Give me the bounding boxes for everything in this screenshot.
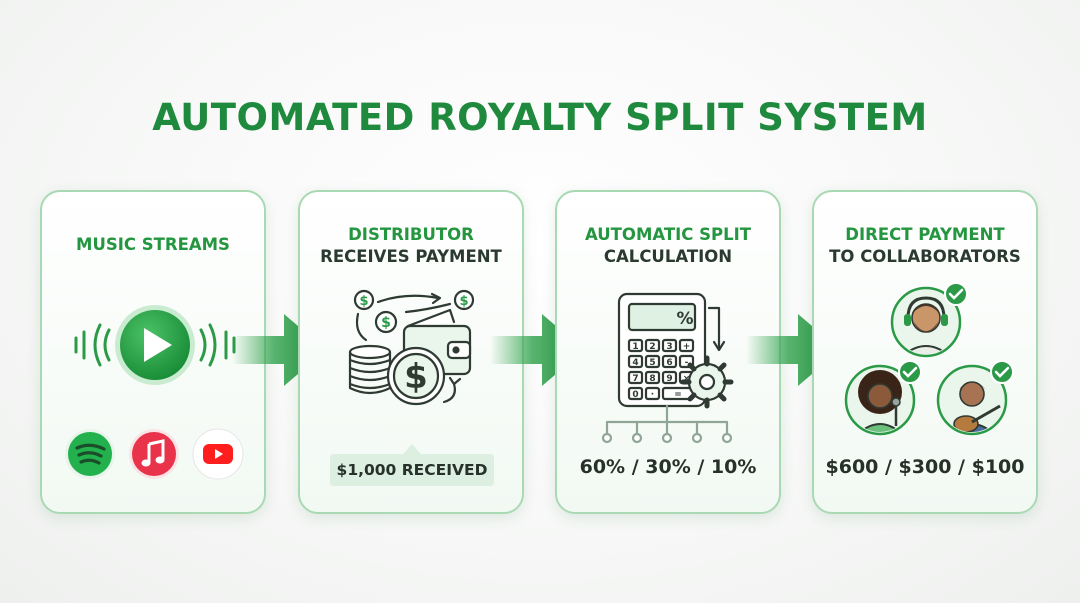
step-card-distributor: DISTRIBUTOR RECEIVES PAYMENT [298,190,524,514]
svg-text:3: 3 [666,342,672,352]
step-title-line2: TO COLLABORATORS [829,247,1021,266]
step-title-line1: DIRECT PAYMENT [845,225,1005,244]
svg-text:9: 9 [666,374,672,384]
svg-text:$: $ [381,315,391,331]
svg-text:0: 0 [632,390,638,400]
svg-text:$: $ [404,357,428,397]
apple-music-icon[interactable] [128,428,180,480]
split-percentages: 60% / 30% / 10% [579,456,757,478]
avatar-producer [890,282,968,358]
payment-received-badge: $1,000 RECEIVED [330,454,494,486]
step-card-collaborators: DIRECT PAYMENT TO COLLABORATORS [812,190,1038,514]
step-title: MUSIC STREAMS [76,235,230,254]
svg-text:%: % [676,309,693,329]
svg-text:·: · [651,390,654,400]
collaborator-avatars-icon [844,282,1014,436]
avatar-guitarist [936,360,1014,436]
page-title: AUTOMATED ROYALTY SPLIT SYSTEM [152,96,928,139]
svg-text:$: $ [459,294,468,309]
svg-text:-: - [685,358,689,368]
step-title-line2: CALCULATION [603,247,733,266]
badge-pointer [403,444,421,454]
payout-amounts: $600 / $300 / $100 [825,456,1025,478]
svg-text:+: + [683,342,691,352]
svg-text:5: 5 [649,358,655,368]
step-card-split-calculation: AUTOMATIC SPLIT CALCULATION [555,190,781,514]
svg-text:1: 1 [632,342,638,352]
spotify-icon[interactable] [64,428,116,480]
calculator-gear-icon: % 1 2 3 + 4 5 6 - 7 8 9 × 0 · = [601,292,734,444]
svg-text:8: 8 [649,374,655,384]
step-card-music-streams: MUSIC STREAMS [40,190,266,514]
money-wallet-icon: $ $ $ $ [348,289,475,406]
svg-text:=: = [674,390,682,400]
svg-text:$: $ [359,294,368,309]
svg-text:2: 2 [649,342,655,352]
svg-text:6: 6 [666,358,672,368]
avatar-singer [844,360,922,436]
play-button-icon [74,305,236,385]
step-title-line1: AUTOMATIC SPLIT [585,225,751,244]
svg-text:7: 7 [632,374,638,384]
step-title-line1: DISTRIBUTOR [348,225,474,244]
svg-text:4: 4 [632,358,638,368]
step-title-line2: RECEIVES PAYMENT [320,247,502,266]
youtube-icon[interactable] [192,428,244,480]
svg-text:×: × [683,374,691,384]
